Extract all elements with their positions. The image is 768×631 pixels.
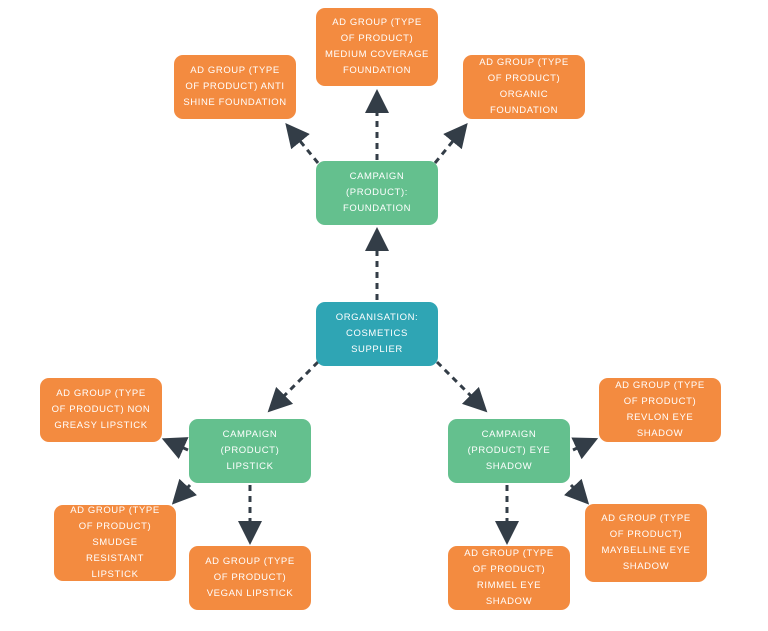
ad-group-non-greasy-lipstick: AD GROUP (TYPE OF PRODUCT) NON GREASY LI… xyxy=(40,378,162,442)
arrow-eye-shadow-to-revlon xyxy=(571,437,599,460)
ad-group-maybelline-eye-shadow: AD GROUP (TYPE OF PRODUCT) MAYBELLINE EY… xyxy=(585,504,707,582)
arrow-foundation-to-anti-shine xyxy=(285,123,320,164)
ad-group-anti-shine-foundation: AD GROUP (TYPE OF PRODUCT) ANTI SHINE FO… xyxy=(174,55,296,119)
ad-group-rimmel-eye-shadow: AD GROUP (TYPE OF PRODUCT) RIMMEL EYE SH… xyxy=(448,546,570,610)
arrow-org-to-lipstick xyxy=(267,360,320,413)
ad-group-vegan-lipstick: AD GROUP (TYPE OF PRODUCT) VEGAN LIPSTIC… xyxy=(189,546,311,610)
arrow-foundation-to-organic xyxy=(433,123,468,164)
ad-group-revlon-eye-shadow: AD GROUP (TYPE OF PRODUCT) REVLON EYE SH… xyxy=(599,378,721,442)
arrow-org-to-eye-shadow xyxy=(435,360,488,413)
ad-group-organic-foundation: AD GROUP (TYPE OF PRODUCT) ORGANIC FOUND… xyxy=(463,55,585,119)
ad-group-medium-coverage-foundation: AD GROUP (TYPE OF PRODUCT) MEDIUM COVERA… xyxy=(316,8,438,86)
campaign-eye-shadow-node: CAMPAIGN (PRODUCT) EYE SHADOW xyxy=(448,419,570,483)
arrow-eye-shadow-to-maybelline xyxy=(564,478,590,505)
campaign-foundation-node: CAMPAIGN (PRODUCT): FOUNDATION xyxy=(316,161,438,225)
organisation-node: ORGANISATION: COSMETICS SUPPLIER xyxy=(316,302,438,366)
campaign-lipstick-node: CAMPAIGN (PRODUCT) LIPSTICK xyxy=(189,419,311,483)
ad-group-smudge-resistant-lipstick: AD GROUP (TYPE OF PRODUCT) SMUDGE RESIST… xyxy=(54,505,176,581)
arrow-lipstick-to-non-greasy xyxy=(161,437,189,460)
arrow-lipstick-to-smudge-resistant xyxy=(171,478,197,505)
